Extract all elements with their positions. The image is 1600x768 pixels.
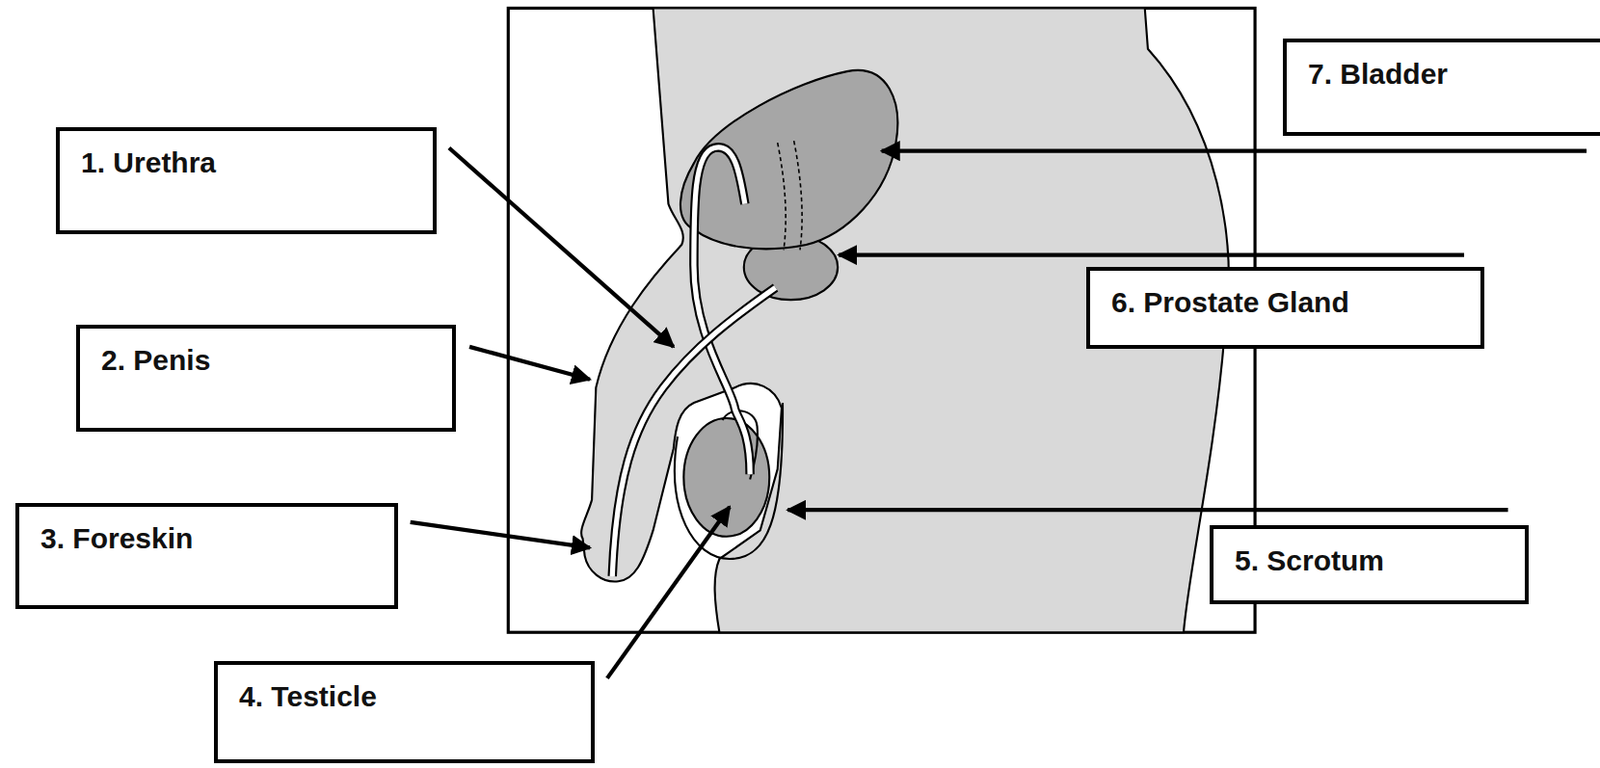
leader-line [881,149,1587,154]
label-box: 7. Bladder [1282,38,1600,136]
leader-line [469,346,590,380]
label-text: 5. Scrotum [1234,544,1385,578]
label-box: 3. Foreskin [15,503,399,610]
leader-line [410,522,590,548]
leader-lines [410,147,1587,678]
label-text: 1. Urethra [80,146,216,180]
leader-line [787,507,1508,512]
label-box: 5. Scrotum [1209,525,1529,605]
label-box: 6. Prostate Gland [1086,266,1485,349]
label-text: 4. Testicle [239,680,377,714]
bladder-shape [680,70,898,249]
label-box: 1. Urethra [55,127,437,235]
leader-line [449,147,674,347]
label-box: 2. Penis [76,324,456,432]
ureter-dashes [777,140,802,250]
leader-line [607,506,730,679]
urethra-tube [612,287,775,577]
label-text: 7. Bladder [1307,57,1448,91]
scrotum-outline [674,402,783,560]
label-text: 3. Foreskin [40,522,193,556]
leader-line [838,252,1465,257]
label-box: 4. Testicle [213,661,595,764]
label-text: 2. Penis [101,344,211,377]
label-text: 6. Prostate Gland [1111,286,1350,320]
